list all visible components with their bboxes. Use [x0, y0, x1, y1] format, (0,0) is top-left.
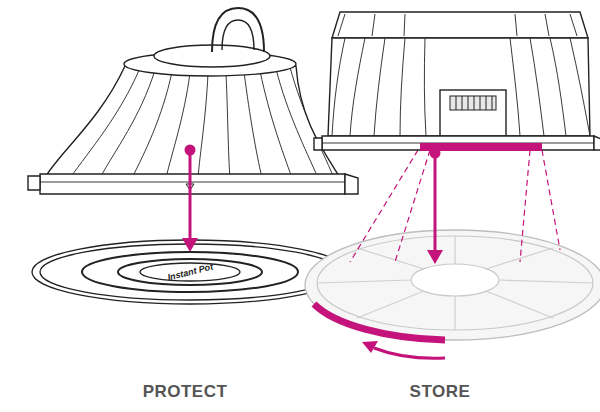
guide-lines [350, 150, 560, 262]
air-fryer-lid-side [314, 12, 600, 151]
step-caption: PROTECT [143, 382, 228, 402]
step-caption: STORE [410, 382, 471, 402]
protect-arrow [182, 145, 198, 253]
store-arrow [427, 148, 443, 265]
air-fryer-lid [28, 8, 358, 194]
lock-direction-arrow [362, 341, 445, 358]
storage-tray [305, 230, 600, 340]
